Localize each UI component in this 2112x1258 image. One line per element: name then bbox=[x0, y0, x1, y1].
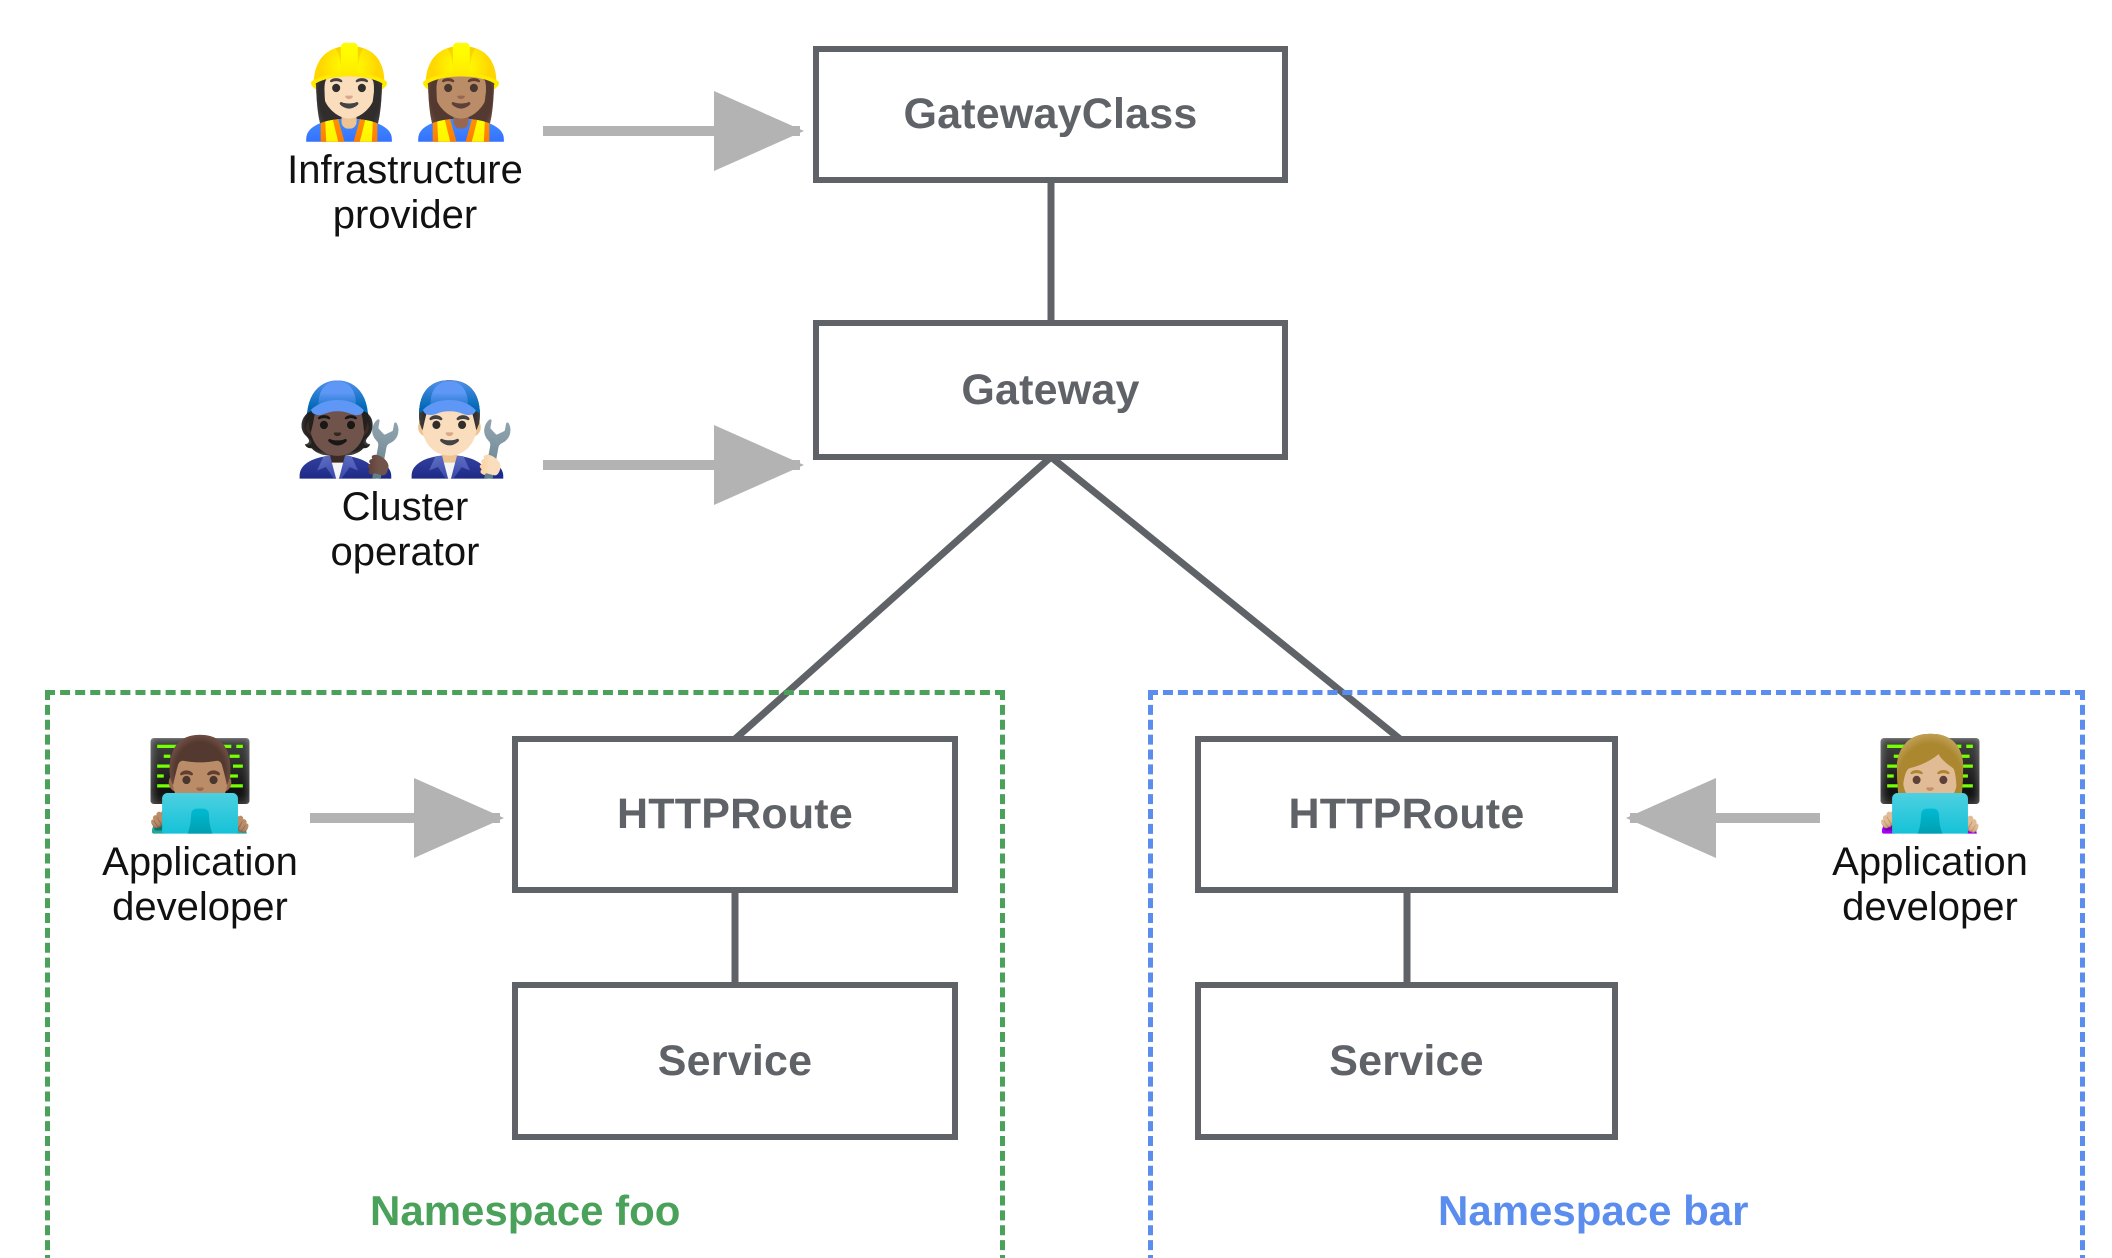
persona-icons-application-developer-foo: 👨🏽‍💻 bbox=[144, 740, 256, 830]
persona-icons-infrastructure-provider: 👷🏻‍♀️ 👷🏽‍♀️ bbox=[293, 48, 517, 138]
mechanic-dark-icon: 🧑🏿‍🔧 bbox=[292, 380, 405, 480]
man-mechanic-light-icon: 👨🏻‍🔧 bbox=[405, 380, 518, 480]
resource-label-service-foo: Service bbox=[657, 1036, 813, 1085]
woman-construction-worker-light-icon: 👷🏻‍♀️ bbox=[292, 43, 405, 143]
namespace-box-foo bbox=[45, 690, 1005, 1258]
namespace-box-bar bbox=[1148, 690, 2085, 1258]
resource-label-gateway: Gateway bbox=[961, 365, 1140, 414]
resource-box-httproute-foo[interactable]: HTTPRoute bbox=[512, 736, 958, 893]
persona-application-developer-foo: 👨🏽‍💻 Application developer bbox=[80, 740, 320, 930]
resource-label-httproute-bar: HTTPRoute bbox=[1288, 790, 1525, 838]
persona-application-developer-bar: 👩🏼‍💻 Application developer bbox=[1810, 740, 2050, 930]
resource-box-gatewayclass[interactable]: GatewayClass bbox=[813, 46, 1288, 183]
woman-construction-worker-medium-icon: 👷🏽‍♀️ bbox=[405, 43, 518, 143]
resource-box-httproute-bar[interactable]: HTTPRoute bbox=[1195, 736, 1618, 893]
persona-label-infrastructure-provider: Infrastructure provider bbox=[287, 148, 523, 237]
persona-label-application-developer-bar: Application developer bbox=[1832, 840, 2028, 929]
resource-box-service-foo[interactable]: Service bbox=[512, 982, 958, 1140]
woman-technologist-light-icon: 👩🏼‍💻 bbox=[1873, 735, 1987, 835]
persona-cluster-operator: 🧑🏿‍🔧 👨🏻‍🔧 Cluster operator bbox=[255, 385, 555, 575]
resource-label-gatewayclass: GatewayClass bbox=[903, 90, 1198, 138]
persona-infrastructure-provider: 👷🏻‍♀️ 👷🏽‍♀️ Infrastructure provider bbox=[255, 48, 555, 238]
persona-label-cluster-operator: Cluster operator bbox=[330, 485, 480, 574]
namespace-label-foo: Namespace foo bbox=[370, 1187, 681, 1234]
resource-box-gateway[interactable]: Gateway bbox=[813, 320, 1288, 460]
resource-label-service-bar: Service bbox=[1329, 1036, 1484, 1085]
resource-box-service-bar[interactable]: Service bbox=[1195, 982, 1618, 1140]
persona-icons-application-developer-bar: 👩🏼‍💻 bbox=[1874, 740, 1986, 830]
persona-label-application-developer-foo: Application developer bbox=[102, 840, 298, 929]
persona-icons-cluster-operator: 🧑🏿‍🔧 👨🏻‍🔧 bbox=[293, 385, 517, 475]
resource-label-httproute-foo: HTTPRoute bbox=[617, 790, 853, 838]
man-technologist-medium-icon: 👨🏽‍💻 bbox=[143, 735, 257, 835]
namespace-label-bar: Namespace bar bbox=[1438, 1187, 1749, 1234]
